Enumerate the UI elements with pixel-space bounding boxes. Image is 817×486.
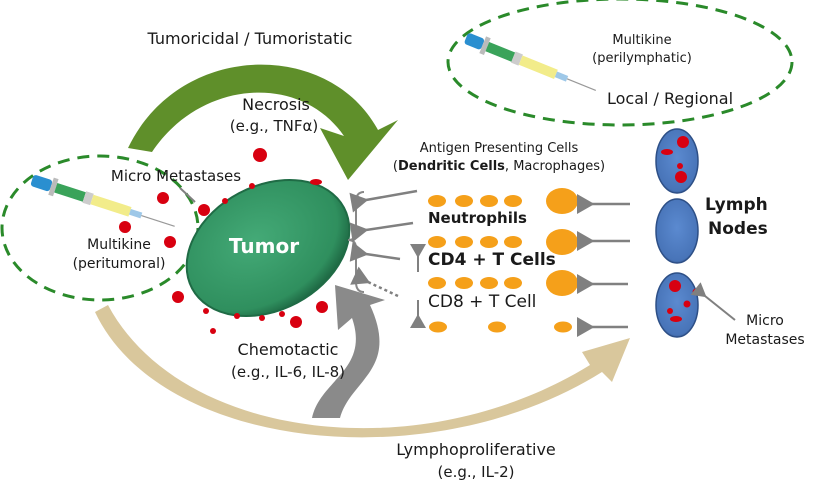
lymphoproliferative-example: (e.g., IL-2) <box>437 463 515 481</box>
peritumoral-sublabel: (peritumoral) <box>72 256 166 272</box>
apc-sublabel: (Dendritic Cells, Macrophages) <box>392 159 606 175</box>
syringe-icon <box>464 33 597 92</box>
tumoricidal-label: Tumoricidal / Tumoristatic <box>147 29 353 48</box>
micro-metastases-node-label: Micro <box>746 313 784 329</box>
peritumoral-injection-zone <box>0 154 200 302</box>
paren: ( <box>392 159 398 174</box>
perilymphatic-sublabel: (perilymphatic) <box>592 51 692 66</box>
lymph-node-metastatic <box>655 128 699 194</box>
apc-label: Antigen Presenting Cells <box>419 141 579 156</box>
immune-cells <box>428 188 578 333</box>
chemotactic-label: Chemotactic <box>237 340 339 359</box>
micro-metastases-dots <box>119 148 328 334</box>
cd4-label: CD4 + T Cells <box>428 250 556 270</box>
cd8-label: CD8 + T Cell <box>428 292 537 312</box>
chemotactic-arrow <box>312 285 385 418</box>
chemotactic-example: (e.g., IL-6, IL-8) <box>230 363 346 381</box>
lymph-nodes-label: Lymph <box>705 195 768 215</box>
pointer-line <box>179 187 196 203</box>
lymph-node <box>655 198 699 264</box>
brace <box>347 191 365 293</box>
perilymphatic-injection-zone <box>446 0 794 127</box>
node-to-cell-arrows <box>577 194 630 337</box>
neutrophils-label: Neutrophils <box>428 209 527 227</box>
perilymphatic-label: Multikine <box>612 33 672 48</box>
necrosis-example: (e.g., TNFα) <box>229 117 319 135</box>
pointer-line <box>690 282 736 321</box>
peritumoral-label: Multikine <box>87 237 151 253</box>
tumor <box>185 178 351 318</box>
tumor-label: Tumor <box>228 234 300 258</box>
node-metastases-dots <box>661 136 689 183</box>
lymph-nodes-label-2: Nodes <box>708 219 768 239</box>
cell-to-tumor-arrows <box>349 189 418 298</box>
macrophages-text: , Macrophages) <box>504 159 606 174</box>
necrosis-label: Necrosis <box>242 95 310 114</box>
micro-metastases-label: Micro Metastases <box>110 167 242 185</box>
syringe-icon <box>30 175 175 227</box>
lymphoproliferative-label: Lymphoproliferative <box>396 440 556 459</box>
local-regional-label: Local / Regional <box>606 89 734 108</box>
lymph-node-metastatic <box>655 272 699 338</box>
tumoricidal-arrow <box>128 64 398 180</box>
micro-metastases-node-sublabel: Metastases <box>725 332 805 348</box>
dendritic-cells-text: Dendritic Cells <box>397 159 505 174</box>
